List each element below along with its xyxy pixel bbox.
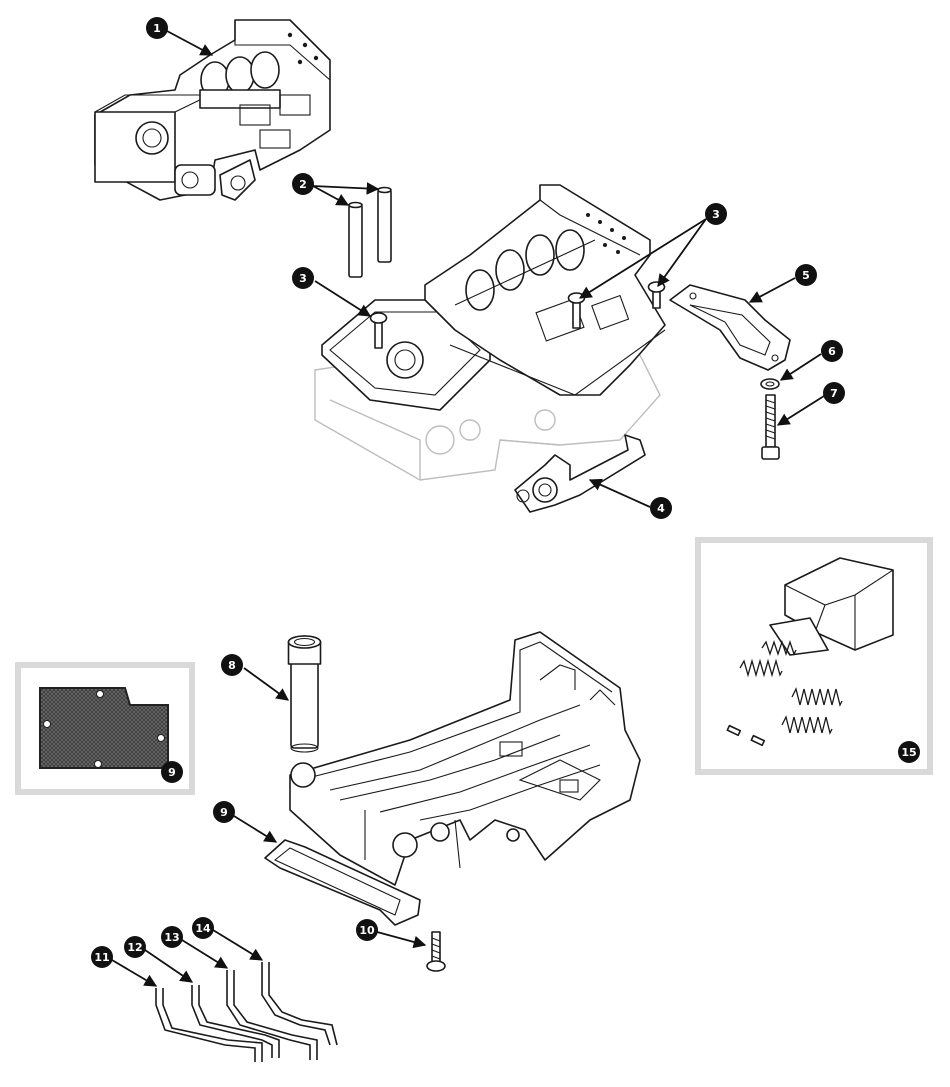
callout-9: 9 <box>213 801 235 823</box>
callout-label: 8 <box>228 659 236 672</box>
callout-label: 1 <box>153 22 161 35</box>
callout-15: 15 <box>898 741 920 763</box>
part-detent-lever <box>514 434 646 513</box>
callout-7: 7 <box>823 382 845 404</box>
callout-label: 12 <box>127 941 142 954</box>
part-small-bolt <box>426 931 446 972</box>
callout-label: 14 <box>195 922 211 935</box>
callout-4: 4 <box>650 497 672 519</box>
callout-9-inset: 9 <box>161 761 183 783</box>
callout-3-left: 3 <box>292 267 314 289</box>
part-long-bolt <box>761 394 780 460</box>
callout-14: 14 <box>192 917 214 939</box>
callout-12: 12 <box>124 936 146 958</box>
callout-3-right: 3 <box>705 203 727 225</box>
callout-label: 15 <box>901 746 916 759</box>
part-lower-valve-body <box>289 631 641 886</box>
callout-1: 1 <box>146 17 168 39</box>
part-pipes <box>155 962 338 1062</box>
callout-6: 6 <box>821 340 843 362</box>
callout-label: 5 <box>802 269 810 282</box>
callout-label: 3 <box>712 208 720 221</box>
part-tubes <box>348 186 392 278</box>
leader-lines <box>111 30 825 987</box>
part-gasket <box>264 839 421 926</box>
part-upper-valve-body <box>94 19 331 201</box>
callout-11: 11 <box>91 946 113 968</box>
callout-5: 5 <box>795 264 817 286</box>
callout-2: 2 <box>292 173 314 195</box>
callout-label: 6 <box>828 345 836 358</box>
callout-label: 9 <box>220 806 228 819</box>
part-sleeve <box>287 635 322 753</box>
callout-label: 13 <box>164 931 179 944</box>
callout-13: 13 <box>161 926 183 948</box>
callout-label: 2 <box>299 178 307 191</box>
part-washer <box>760 378 780 390</box>
part-middle-valve-body <box>321 184 666 411</box>
callout-8: 8 <box>221 654 243 676</box>
part-gasket-plate <box>669 284 791 371</box>
inset-springs-frame <box>695 537 933 775</box>
callout-10: 10 <box>356 919 378 941</box>
callout-label: 9 <box>168 766 176 779</box>
callout-label: 10 <box>359 924 375 937</box>
callout-label: 3 <box>299 272 307 285</box>
callout-label: 4 <box>657 502 665 515</box>
callout-label: 11 <box>94 951 109 964</box>
callout-label: 7 <box>830 387 838 400</box>
